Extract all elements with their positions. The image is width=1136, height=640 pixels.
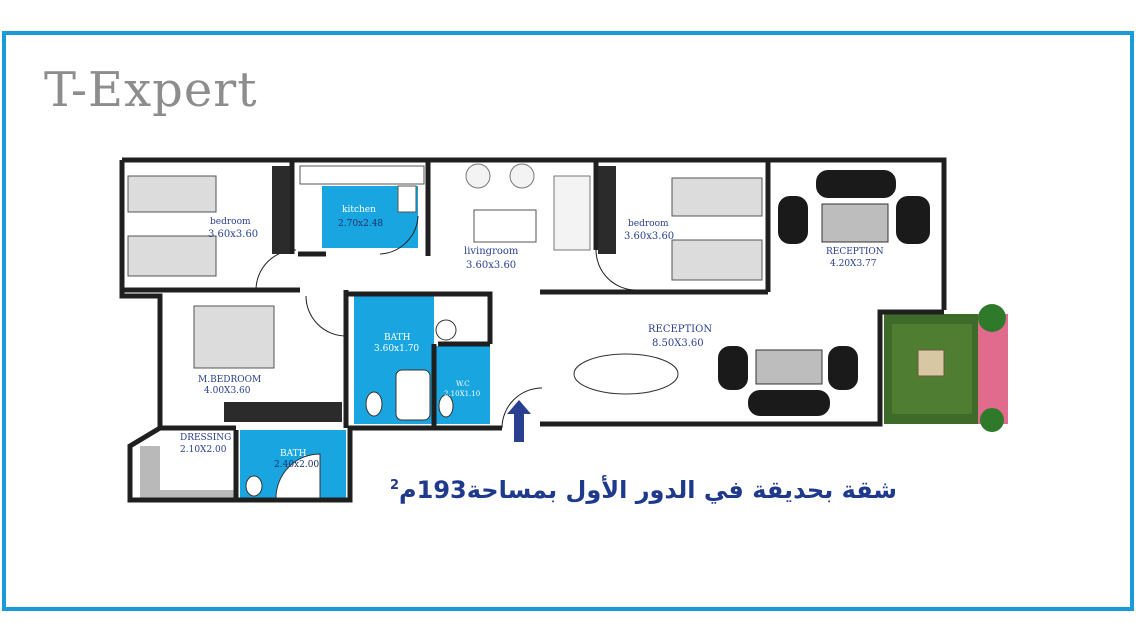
entrance-arrow-icon [507,400,531,442]
brand-logo: T-Expert [44,62,258,118]
reception-table [821,203,889,243]
garden-table [917,349,945,377]
room-name: W.C [456,380,470,388]
room-size: 3.60x3.60 [208,229,258,240]
garden [884,304,1008,432]
toilet [365,391,383,417]
garden-shrub [980,408,1004,432]
room-name: M.BEDROOM [198,375,261,385]
sink [435,319,457,341]
door-kitchen [379,215,419,255]
outer-wall-bottom-right [540,309,944,427]
room-size: 2.70x2.48 [338,219,383,229]
door-living [595,249,637,291]
room-size: 3.60x3.60 [624,231,674,242]
room-name: RECEPTION [826,247,884,257]
door-mbedroom [305,295,347,337]
wardrobe [272,166,290,254]
caption-text: شقة بحديقة في الدور الأول بمساحة193م [399,476,898,504]
door-entrance [501,387,543,429]
armchair [465,163,491,189]
room-name: DRESSING [180,433,231,443]
room-size: 2.10X2.00 [180,445,227,455]
outer-wall-bottom [238,425,502,503]
sofa-black [718,346,748,390]
bed [671,239,763,281]
bed [127,175,217,213]
sofa-black [896,196,930,244]
room-size: 2.10X1.10 [444,390,480,398]
outer-wall-top [122,157,947,310]
apartment-caption: شقة بحديقة في الدور الأول بمساحة193م2 [390,476,950,504]
bed [671,177,763,217]
room-size: 4.00X3.60 [204,386,251,396]
wall-bath-top [346,291,493,344]
entrance-marker [507,400,531,442]
room-name: BATH [384,333,411,343]
armchair [509,163,535,189]
garden-shrub [978,304,1006,332]
wardrobe [598,166,616,254]
wardrobe [224,402,342,422]
room-name: bedroom [628,219,669,229]
sofa-black [778,196,808,244]
bed [127,235,217,277]
toilet [245,475,263,497]
toilet [438,394,454,418]
sofa [553,175,591,251]
room-size: 2.40x2.00 [274,460,319,470]
bed [193,305,275,369]
furniture [127,163,930,499]
dressing-fill [140,446,236,500]
sofa-black [828,346,858,390]
room-size: 4.20X3.77 [830,259,877,269]
dining-table [573,353,679,395]
entrance-label: ENTRANCE [523,413,528,438]
room-name: BATH [280,449,307,459]
kitchen-counter [299,165,425,185]
shower [275,453,321,499]
sofa-black [816,170,896,198]
reception-table [755,349,823,385]
garden-flowers [978,314,1008,424]
room-size: 3.60x1.70 [374,344,419,354]
room-name: kitchen [342,205,376,215]
room-name: bedroom [210,217,251,227]
room-size: 8.50X3.60 [652,338,704,349]
room-name: livingroom [464,246,519,257]
caption-superscript: 2 [390,478,400,493]
sofa-black [748,390,830,416]
door-bedroom1 [255,249,297,291]
stove [397,185,417,213]
room-name: RECEPTION [648,324,712,335]
walls [119,157,947,503]
coffee-table [473,209,537,243]
room-size: 3.60x3.60 [466,260,516,271]
room-labels: bedroom 3.60x3.60 kitchen 2.70x2.48 livi… [180,205,884,470]
bathtub [395,369,431,421]
